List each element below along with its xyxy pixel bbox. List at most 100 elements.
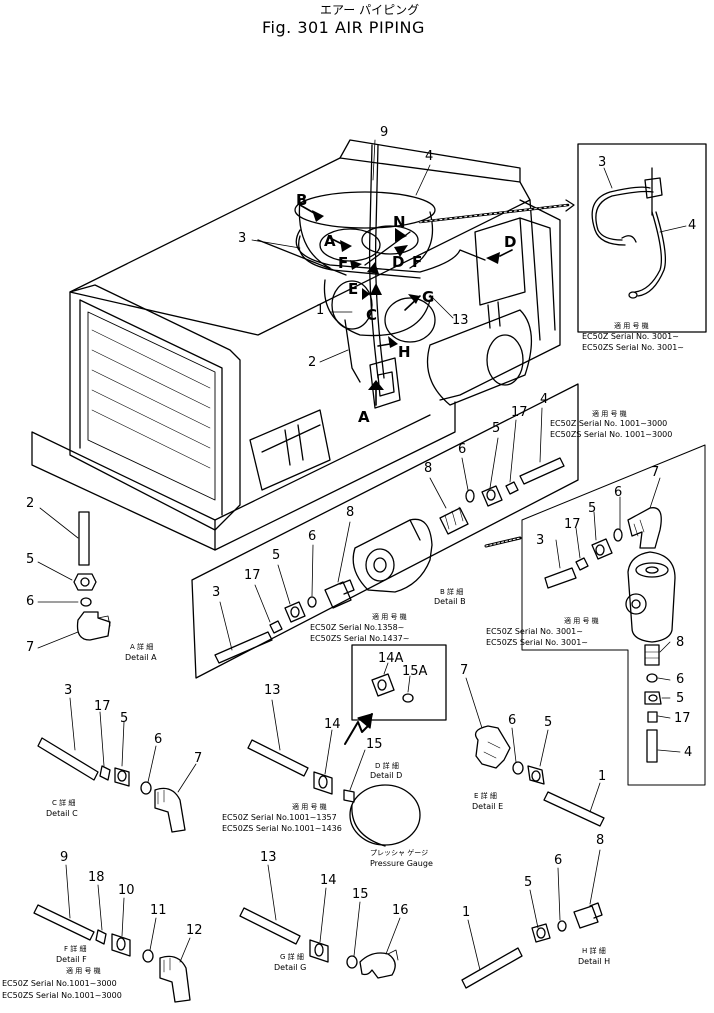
detail-G-label: Detail G (274, 963, 307, 972)
detail-G-callout-15: 15 (352, 887, 369, 902)
detail-B2-callout-8: 8 (676, 635, 685, 650)
detail-A-callout-7: 7 (26, 640, 35, 655)
callout-3: 3 (238, 231, 247, 246)
detail-F-applicability-ja: 適 用 号 機 (66, 967, 101, 975)
detail-A-parts (37, 507, 111, 649)
detail-B-serial-1: EC50Z Serial No. 1001~3000 (550, 419, 668, 428)
detail-G-label-ja: G 詳 細 (280, 953, 304, 961)
detail-C-callout-6: 6 (154, 732, 163, 747)
detail-C-callout-5: 5 (120, 711, 129, 726)
detail-B2-callout-17b: 17 (674, 711, 691, 726)
detail-F-serial-2: EC50ZS Serial No.1001~3000 (2, 991, 122, 1000)
twisted-connector (484, 536, 522, 548)
main-pipes (257, 144, 486, 383)
detail-F-callout-11: 11 (150, 903, 167, 918)
detail-D-inset (344, 644, 447, 745)
detail-B-callout-8b: 8 (424, 461, 433, 476)
callout-4: 4 (425, 149, 434, 164)
detail-A-label-ja: A 詳 細 (130, 643, 154, 651)
detail-D-inset-callout-15A: 15A (402, 664, 428, 679)
detail-B-callout-17: 17 (244, 568, 261, 583)
detail-B-label: Detail B (434, 597, 466, 606)
detail-G-callout-16: 16 (392, 903, 409, 918)
detail-B-label-ja: B 詳 細 (440, 588, 464, 596)
detail-B2-serial-1: EC50Z Serial No. 3001~ (486, 627, 583, 636)
callout-H: H (398, 343, 411, 361)
detail-D-serial-1: EC50Z Serial No.1001~1357 (222, 813, 337, 822)
detail-F-callout-18: 18 (88, 870, 105, 885)
inset-serial-1: EC50Z Serial No. 3001~ (582, 332, 679, 341)
detail-H-callout-8: 8 (596, 833, 605, 848)
callout-2: 2 (308, 355, 317, 370)
detail-C-callout-7: 7 (194, 751, 203, 766)
title-japanese: エアー パイピング (320, 3, 420, 17)
detail-H-callout-6: 6 (554, 853, 563, 868)
callout-13: 13 (452, 313, 469, 328)
detail-C-label: Detail C (46, 809, 78, 818)
detail-D-label-ja: D 詳 細 (375, 762, 399, 770)
detail-A-callout-2: 2 (26, 496, 35, 511)
callout-A-bottom: A (358, 408, 370, 426)
detail-F-parts (33, 864, 191, 1003)
detail-B-callout-17b: 17 (511, 405, 528, 420)
detail-B-callout-5b: 5 (492, 421, 501, 436)
detail-D-inset-callout-14A: 14A (378, 651, 404, 666)
detail-B-callout-6b: 6 (458, 442, 467, 457)
inset-top-right-box (577, 143, 707, 333)
detail-B-callout-8: 8 (346, 505, 355, 520)
callout-F2: F (412, 253, 423, 271)
detail-B2-callout-5b: 5 (676, 691, 685, 706)
callout-G: G (422, 288, 435, 306)
detail-D-callout-14: 14 (324, 717, 341, 732)
detail-F-label-ja: F 詳 細 (64, 945, 87, 953)
detail-D-inset-serial-2: EC50ZS Serial No.1437~ (310, 634, 410, 643)
callout-D-main: D (392, 253, 405, 271)
detail-D-serial-2: EC50ZS Serial No.1001~1436 (222, 824, 342, 833)
detail-F-callout-12: 12 (186, 923, 203, 938)
detail-H-callout-1: 1 (462, 905, 471, 920)
detail-D-label: Detail D (370, 771, 403, 780)
detail-F-label: Detail F (56, 955, 87, 964)
callout-9: 9 (380, 125, 389, 140)
detail-D-parts (247, 699, 421, 847)
callout-B: B (296, 191, 308, 209)
detail-D-callout-15: 15 (366, 737, 383, 752)
detail-C-callout-3: 3 (64, 683, 73, 698)
detail-B-serial-2: EC50ZS Serial No. 1001~3000 (550, 430, 673, 439)
detail-B-callout-3: 3 (212, 585, 221, 600)
detail-E-callout-7: 7 (460, 663, 469, 678)
figure-title: Fig. 301 AIR PIPING (262, 18, 425, 37)
detail-C-callout-17: 17 (94, 699, 111, 714)
callout-C: C (366, 306, 378, 324)
detail-A-callout-6: 6 (26, 594, 35, 609)
detail-B2-callout-6b: 6 (676, 672, 685, 687)
detail-D-callout-13: 13 (264, 683, 281, 698)
detail-H-label-ja: H 詳 細 (582, 947, 606, 955)
detail-B-callout-6: 6 (308, 529, 317, 544)
inset-callout-4: 4 (688, 218, 697, 233)
detail-E-label: Detail E (472, 802, 504, 811)
pressure-gauge-label: Pressure Gauge (370, 859, 433, 868)
detail-B2-callout-7: 7 (651, 465, 660, 480)
callout-F1: F (338, 254, 349, 272)
callout-E: E (348, 280, 359, 298)
detail-B2-callout-5: 5 (588, 501, 597, 516)
callout-1: 1 (316, 303, 325, 318)
detail-H-parts (461, 849, 603, 989)
inset-callout-3: 3 (598, 155, 607, 170)
detail-F-callout-10: 10 (118, 883, 135, 898)
detail-E-parts (465, 677, 605, 827)
detail-B2-panel (521, 444, 706, 786)
detail-B-panel (191, 383, 579, 679)
detail-B-callout-5: 5 (272, 548, 281, 563)
callout-N: N (393, 213, 406, 231)
detail-G-parts (239, 864, 401, 979)
detail-B2-callout-6: 6 (614, 485, 623, 500)
detail-B2-serial-2: EC50ZS Serial No. 3001~ (486, 638, 588, 647)
detail-E-callout-6: 6 (508, 713, 517, 728)
inset-applicability-ja: 適 用 号 機 (614, 322, 649, 330)
detail-F-callout-9: 9 (60, 850, 69, 865)
detail-B2-applicability-ja: 適 用 号 機 (564, 617, 599, 625)
detail-D-inset-serial-1: EC50Z Serial No.1358~ (310, 623, 405, 632)
detail-D-inset-applicability-ja: 適 用 号 機 (372, 613, 407, 621)
